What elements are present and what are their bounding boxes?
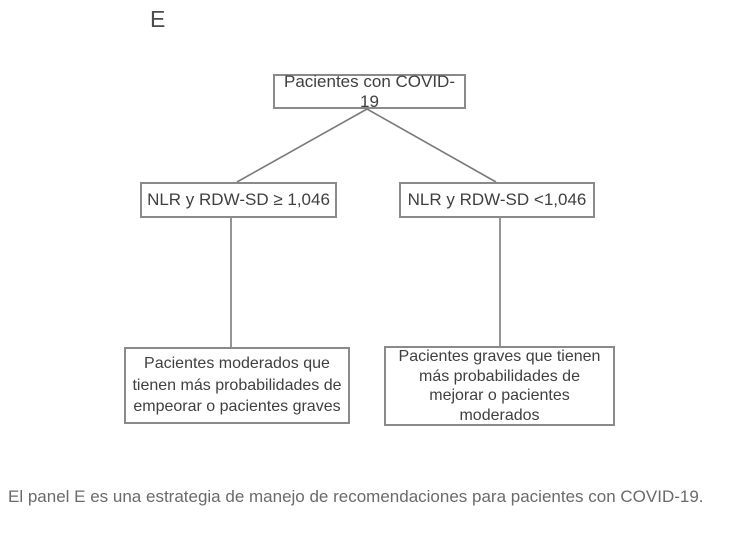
node-condition-nlr-rdwsd-high: NLR y RDW-SD ≥ 1,046 (140, 182, 337, 218)
node-outcome-severe-improve: Pacientes graves que tienen más probabil… (384, 346, 615, 426)
node-condition-nlr-rdwsd-low: NLR y RDW-SD <1,046 (399, 182, 595, 218)
panel-label: E (150, 6, 166, 32)
figure-caption: El panel E es una estrategia de manejo d… (8, 487, 704, 506)
node-patients-covid19: Pacientes con COVID-19 (273, 72, 466, 111)
connector-root-to-left (236, 108, 368, 183)
node-outcome-moderate-worsen: Pacientes moderados que tienen más proba… (124, 347, 350, 424)
connector-root-to-right (366, 108, 497, 183)
